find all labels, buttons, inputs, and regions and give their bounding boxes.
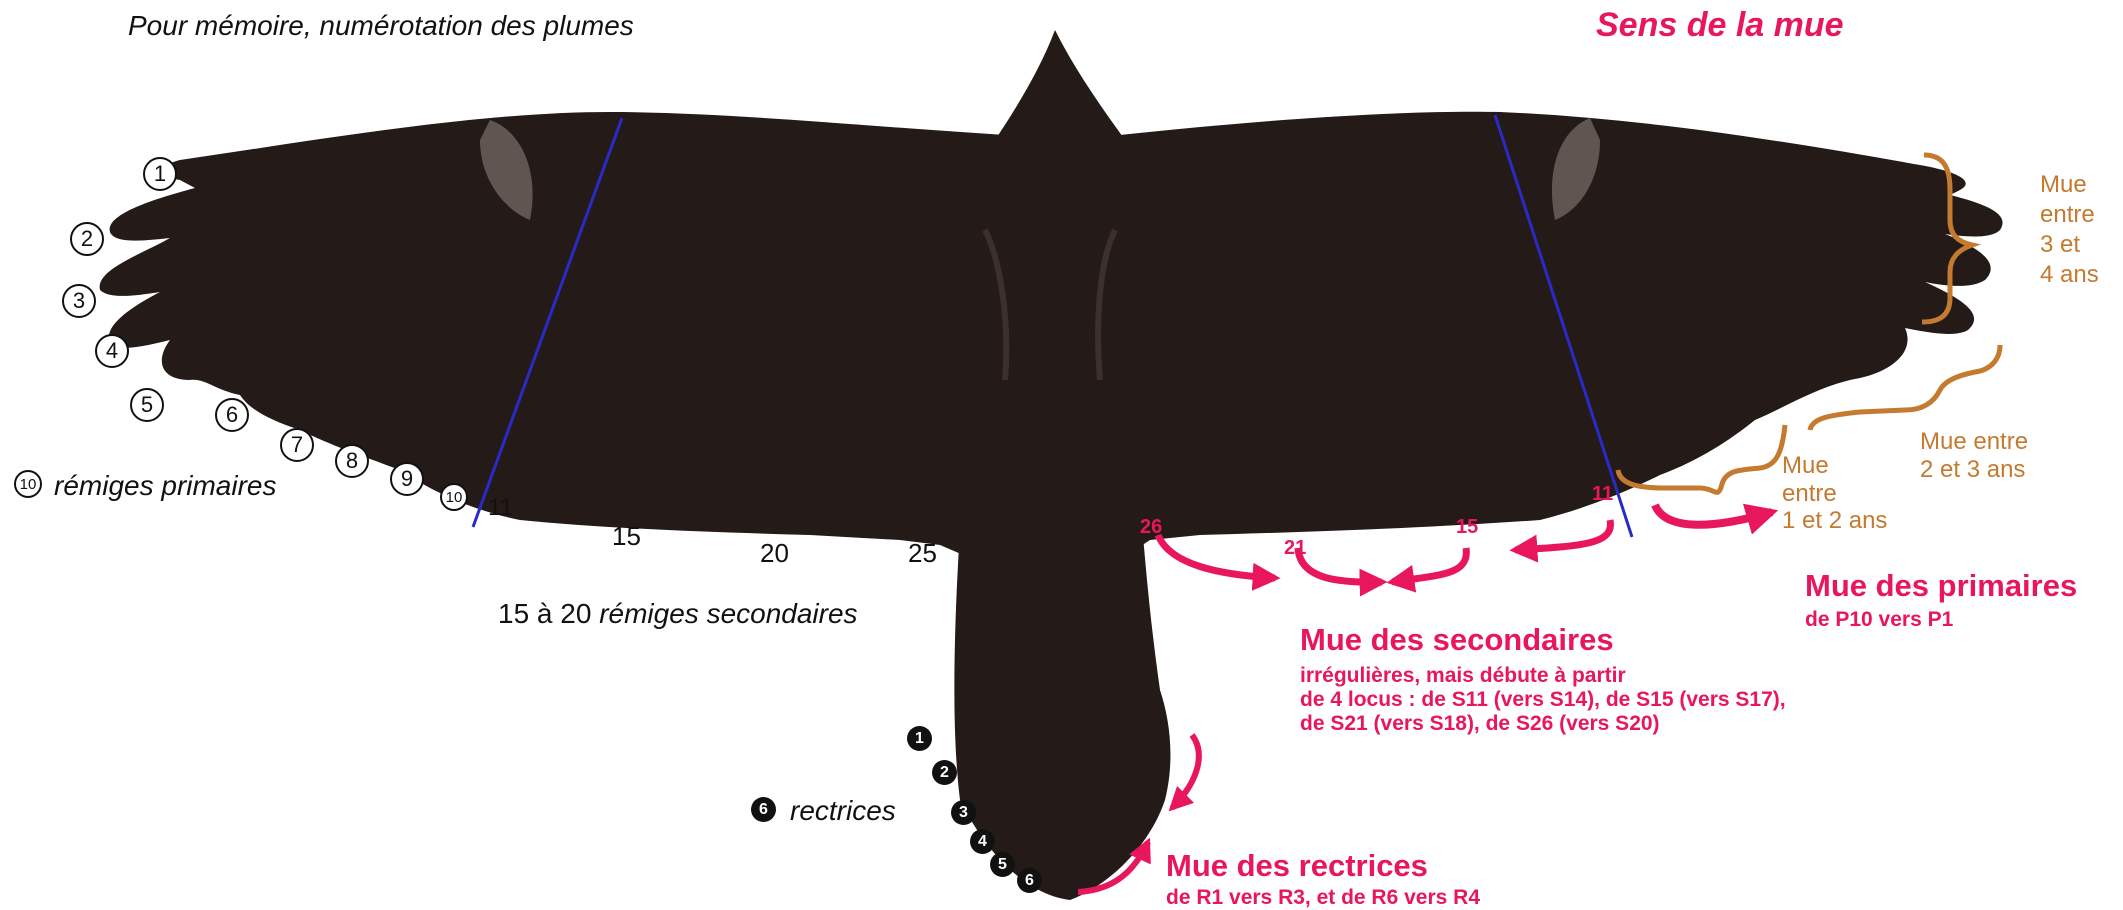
secondaries-legend-text: rémiges secondaires [599, 598, 857, 629]
age-label-2-3-line2: 2 et 3 ans [1920, 456, 2028, 484]
primary-number-6: 6 [215, 398, 249, 432]
age-label-3-4-line3: 3 et [2040, 230, 2099, 260]
age-label-1-2-line3: 1 et 2 ans [1782, 507, 1887, 535]
arrow-s15 [1392, 548, 1466, 582]
primaries-legend-badge: 10 [14, 470, 42, 498]
secondary-number-11: 11 [488, 496, 513, 520]
age-label-1-2-line2: entre [1782, 480, 1887, 508]
arrow-s26 [1158, 535, 1275, 578]
mue-primaires-sub: de P10 vers P1 [1805, 608, 2077, 632]
rectrix-number-2: 2 [932, 760, 957, 785]
age-label-3-4-line1: Mue [2040, 170, 2099, 200]
mue-primaires-title: Mue des primaires [1805, 568, 2077, 604]
secondaries-legend: 15 à 20 rémiges secondaires [498, 600, 858, 628]
header-left: Pour mémoire, numérotation des plumes [128, 12, 634, 40]
rectrix-number-4: 4 [970, 829, 995, 854]
head [995, 30, 1125, 159]
mue-primaires-block: Mue des primaires de P10 vers P1 [1805, 568, 2077, 632]
mue-rectrices-title: Mue des rectrices [1166, 848, 1480, 884]
mue-secondaires-line1: irrégulières, mais débute à partir [1300, 664, 1786, 688]
mue-secondaires-line3: de S21 (vers S18), de S26 (vers S20) [1300, 712, 1786, 736]
rectrix-number-6: 6 [1017, 868, 1042, 893]
primary-number-5: 5 [130, 388, 164, 422]
mue-rectrices-block: Mue des rectrices de R1 vers R3, et de R… [1166, 848, 1480, 910]
arrow-s21 [1298, 548, 1382, 582]
mue-rectrices-sub: de R1 vers R3, et de R6 vers R4 [1166, 886, 1480, 910]
arrow-rectrices-top [1172, 735, 1199, 808]
secondary-number-25: 25 [908, 540, 937, 566]
wing-label-21: 21 [1284, 538, 1306, 558]
primary-number-8: 8 [335, 444, 369, 478]
wing-label-26: 26 [1140, 517, 1162, 537]
wing-label-15: 15 [1456, 517, 1478, 537]
rectrix-number-3: 3 [951, 800, 976, 825]
secondary-number-15: 15 [612, 523, 641, 549]
mue-secondaires-title: Mue des secondaires [1300, 622, 1786, 658]
secondaries-legend-prefix: 15 à 20 [498, 598, 591, 629]
secondary-number-20: 20 [760, 540, 789, 566]
rectrix-number-5: 5 [990, 852, 1015, 877]
primary-number-2: 2 [70, 222, 104, 256]
mue-secondaires-block: Mue des secondaires irrégulières, mais d… [1300, 622, 1786, 736]
age-label-1-2-line1: Mue [1782, 452, 1887, 480]
primary-number-1: 1 [143, 157, 177, 191]
age-label-2-3-line1: Mue entre [1920, 428, 2028, 456]
primary-number-3: 3 [62, 284, 96, 318]
wing-label-11: 11 [1592, 484, 1613, 504]
primary-number-4: 4 [95, 334, 129, 368]
mue-secondaires-line2: de 4 locus : de S11 (vers S14), de S15 (… [1300, 688, 1786, 712]
age-label-1-2: Mue entre 1 et 2 ans [1782, 452, 1887, 535]
primary-number-9: 9 [390, 462, 424, 496]
body [958, 140, 1160, 530]
rectrix-number-1: 1 [907, 726, 932, 751]
arrow-primaries [1655, 505, 1772, 525]
arrow-s11 [1515, 520, 1610, 550]
age-label-3-4-line2: entre [2040, 200, 2099, 230]
header-right: Sens de la mue [1596, 8, 1844, 42]
primary-number-10: 10 [440, 483, 468, 511]
age-label-3-4-line4: 4 ans [2040, 260, 2099, 290]
primary-number-7: 7 [280, 428, 314, 462]
age-label-3-4: Mue entre 3 et 4 ans [2040, 170, 2099, 290]
rectrices-legend-text: rectrices [790, 797, 896, 825]
primaries-legend-text: rémiges primaires [54, 472, 277, 500]
age-label-2-3: Mue entre 2 et 3 ans [1920, 428, 2028, 483]
rectrices-legend-badge: 6 [751, 797, 776, 822]
